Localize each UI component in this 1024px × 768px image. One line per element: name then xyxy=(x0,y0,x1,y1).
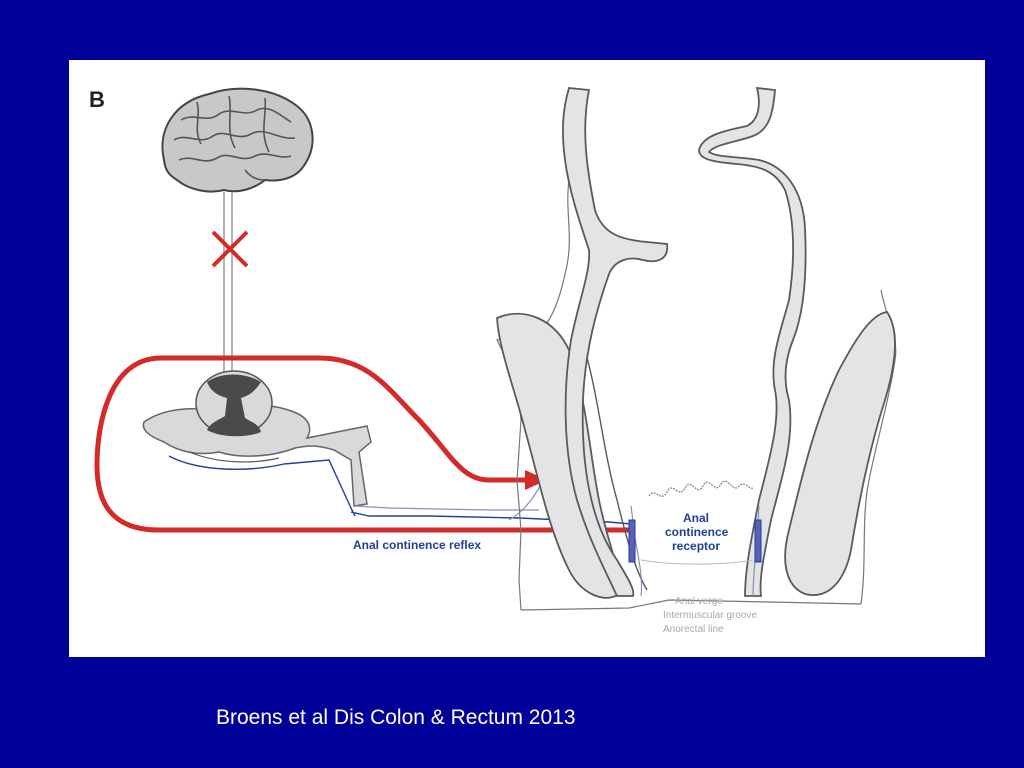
descending-tract xyxy=(223,192,233,380)
arrow-icon xyxy=(525,470,547,490)
figure-panel: B xyxy=(69,60,985,657)
spinal-cord-icon xyxy=(142,370,372,517)
svg-text:Anal: Anal xyxy=(683,511,709,525)
anal-landmark-labels: Anal verge Intermuscular groove Anorecta… xyxy=(663,596,757,635)
reflex-label: Anal continence reflex xyxy=(353,538,481,552)
rectal-wall-right xyxy=(698,86,807,597)
rectal-wall-left xyxy=(562,87,669,597)
panel-letter: B xyxy=(89,87,105,112)
svg-text:Intermuscular groove: Intermuscular groove xyxy=(663,610,757,621)
svg-text:continence: continence xyxy=(665,525,729,539)
right-sphincter-muscle xyxy=(784,311,896,596)
svg-text:receptor: receptor xyxy=(672,539,720,553)
citation-text: Broens et al Dis Colon & Rectum 2013 xyxy=(216,706,576,729)
receptor-label: Anal continence receptor xyxy=(665,511,729,553)
svg-text:Anorectal line: Anorectal line xyxy=(663,624,724,635)
diagram-svg: B xyxy=(89,86,897,635)
reflex-arc xyxy=(94,355,632,533)
svg-text:Anal verge: Anal verge xyxy=(675,596,723,607)
brain-icon xyxy=(161,87,314,193)
anal-continence-receptor xyxy=(628,519,762,563)
blocked-x-icon xyxy=(211,230,249,268)
